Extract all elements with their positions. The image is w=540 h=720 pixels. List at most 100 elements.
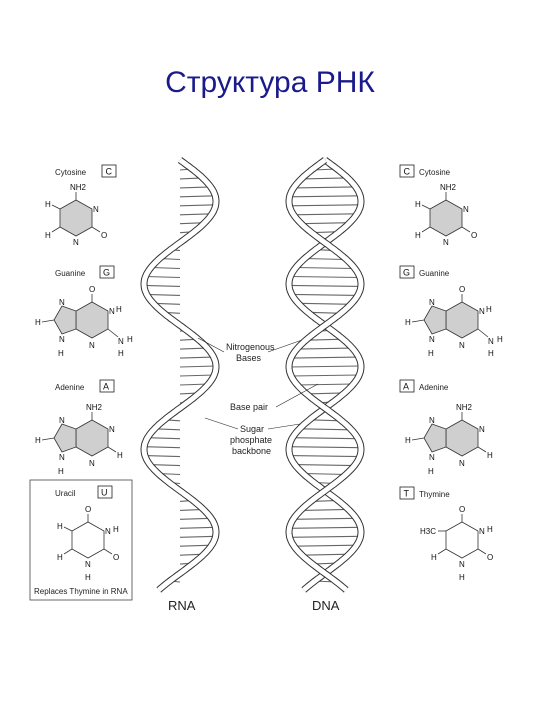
left-guanine: Guanine G O N H N N H H N N H H (35, 265, 133, 358)
left-cytosine: Cytosine C NH2 N N O H H (45, 164, 117, 247)
left-uracil: Uracil U O N H N H O H H Replaces Thymin… (29, 479, 133, 601)
dna-rung (295, 266, 355, 270)
svg-text:N: N (93, 205, 99, 214)
svg-text:H: H (488, 349, 494, 358)
dna-rung (289, 535, 361, 538)
rna-rung (179, 374, 215, 377)
svg-text:NH2: NH2 (440, 183, 457, 192)
svg-text:O: O (459, 285, 465, 294)
svg-text:N: N (429, 335, 435, 344)
dna-rung (291, 356, 359, 359)
svg-text:H: H (486, 305, 492, 314)
svg-text:O: O (487, 553, 493, 562)
left-uracil-label: Uracil (55, 489, 76, 498)
dna-rung (306, 338, 344, 341)
svg-text:N: N (429, 416, 435, 425)
svg-text:H: H (415, 231, 421, 240)
right-adenine: A Adenine NH2 N N H N N H H (399, 379, 493, 476)
rna-rung (144, 455, 181, 458)
dna-rung (289, 526, 361, 529)
svg-text:N: N (463, 205, 469, 214)
rna-rung (179, 544, 212, 547)
right-cytosine: C Cytosine NH2 N N O H H (399, 164, 477, 247)
dna-rung (302, 177, 348, 180)
rna-backbone-0 (141, 157, 219, 592)
svg-text:H: H (113, 525, 119, 534)
left-guanine-label: Guanine (55, 269, 86, 278)
dna-rung (291, 293, 359, 296)
left-cytosine-label: Cytosine (55, 168, 87, 177)
rna-label: RNA (168, 598, 196, 613)
svg-text:H: H (415, 200, 421, 209)
svg-text:H: H (85, 573, 91, 582)
dna-rung (305, 392, 345, 395)
rna-rung (179, 517, 212, 520)
rna-rung (179, 526, 216, 529)
label-bases: Bases (236, 353, 262, 363)
svg-text:N: N (479, 527, 485, 536)
svg-text:O: O (113, 553, 119, 562)
dna-rung (298, 302, 352, 305)
label-base-pair: Base pair (230, 402, 268, 412)
svg-text:H: H (35, 318, 41, 327)
svg-text:N: N (59, 335, 65, 344)
rna-rung (179, 195, 216, 198)
svg-text:N: N (429, 298, 435, 307)
svg-text:H: H (459, 573, 465, 582)
dna-rung (289, 446, 361, 449)
rna-rung (146, 293, 181, 296)
dna-rung (304, 257, 346, 261)
rna-helix (140, 157, 220, 593)
svg-text:NH2: NH2 (86, 403, 103, 412)
rna-rung (145, 275, 181, 279)
svg-text:H: H (35, 436, 41, 445)
svg-text:N: N (105, 527, 111, 536)
svg-text:H: H (118, 349, 124, 358)
svg-text:H: H (58, 349, 64, 358)
right-thymine: T Thymine O N H N H O H3C H (399, 486, 493, 582)
right-cytosine-label: Cytosine (419, 168, 451, 177)
left-guanine-letter: G (103, 268, 110, 278)
dna-backbone-0 (286, 157, 364, 592)
svg-text:H: H (428, 467, 434, 476)
svg-text:NH2: NH2 (456, 403, 473, 412)
dna-rung (292, 213, 358, 216)
svg-text:H: H (431, 553, 437, 562)
svg-text:N: N (89, 341, 95, 350)
rna-rung (179, 204, 216, 207)
dna-rung (288, 365, 362, 368)
svg-text:H: H (487, 525, 493, 534)
svg-text:N: N (459, 560, 465, 569)
right-guanine-label: Guanine (419, 269, 450, 278)
rna-rung (150, 266, 181, 270)
dna-rung (296, 383, 354, 386)
svg-text:N: N (118, 337, 124, 346)
rna-rung (179, 356, 214, 359)
uracil-note: Replaces Thymine in RNA (34, 587, 128, 596)
right-thymine-label: Thymine (419, 490, 450, 499)
svg-text:N: N (459, 341, 465, 350)
left-adenine-label: Adenine (55, 383, 85, 392)
rna-rung (179, 535, 216, 538)
dna-rung (290, 275, 360, 279)
label-nitrogenous: Nitrogenous (226, 342, 275, 352)
svg-text:N: N (479, 425, 485, 434)
dna-rung (293, 517, 357, 520)
dna-rung (303, 472, 347, 476)
svg-text:N: N (89, 459, 95, 468)
svg-text:N: N (479, 307, 485, 316)
svg-text:H: H (45, 231, 51, 240)
rna-rung (143, 284, 181, 287)
svg-text:N: N (59, 298, 65, 307)
svg-text:N: N (59, 416, 65, 425)
right-guanine: G Guanine O N H N N H H N N H H (399, 265, 503, 358)
svg-text:H: H (58, 467, 64, 476)
right-thymine-letter: T (404, 489, 410, 499)
svg-text:H: H (117, 451, 123, 460)
dna-rung (289, 455, 361, 458)
svg-text:H: H (57, 553, 63, 562)
dna-rung (300, 553, 350, 556)
rna-rung (179, 213, 213, 216)
svg-text:O: O (101, 231, 107, 240)
